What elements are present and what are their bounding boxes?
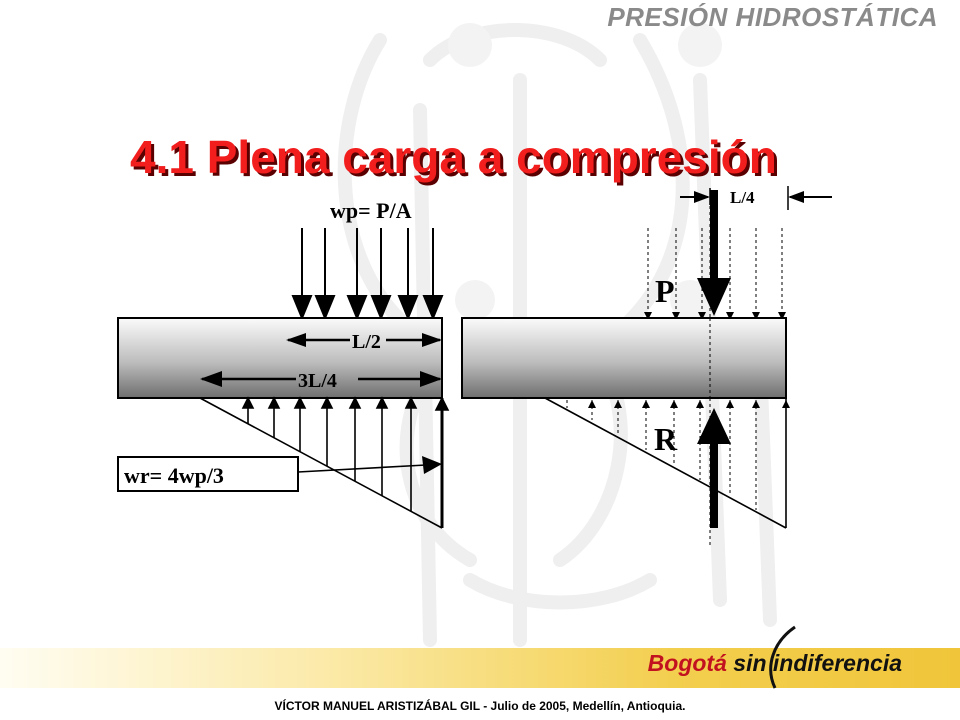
label-wr-eq: = 4wp/3: [150, 463, 224, 488]
right-diagram: [461, 186, 832, 548]
label-wp: wp: [330, 198, 358, 223]
label-point-load-P: P: [655, 273, 675, 309]
slide-title: 4.1 Plena carga a compresión: [130, 131, 777, 183]
left-diagram: [117, 228, 450, 529]
footer-credit: VÍCTOR MANUEL ARISTIZÁBAL GIL - Julio de…: [274, 699, 686, 713]
brand-text-part2: sin indiferencia: [733, 650, 902, 676]
footer-band: [0, 648, 960, 688]
label-quarter-length: L/4: [730, 188, 755, 207]
label-reaction-R: R: [654, 421, 678, 457]
point-load-arrow: [697, 278, 731, 316]
triangular-reaction: [199, 396, 450, 529]
label-half-length: L/2: [352, 331, 381, 353]
label-wp-eq: = P/A: [358, 198, 412, 223]
brand-swoosh-icon: [769, 625, 796, 689]
svg-text:wr= 4wp/3: wr= 4wp/3: [124, 463, 224, 488]
label-wr: wr: [124, 463, 150, 488]
svg-text:wp= P/A: wp= P/A: [330, 198, 412, 223]
reaction-arrow: [697, 408, 731, 444]
left-beam: [117, 317, 443, 399]
wr-label-box: [117, 456, 299, 492]
right-beam: [461, 317, 787, 399]
brand-logo: Bogotá sin indiferencia: [648, 650, 902, 677]
uniform-load-arrows: [291, 228, 444, 321]
header-title: PRESIÓN HIDROSTÁTICA: [607, 2, 938, 32]
brand-text-part1: Bogotá: [647, 650, 727, 676]
label-three-quarter-length: 3L/4: [298, 370, 337, 392]
